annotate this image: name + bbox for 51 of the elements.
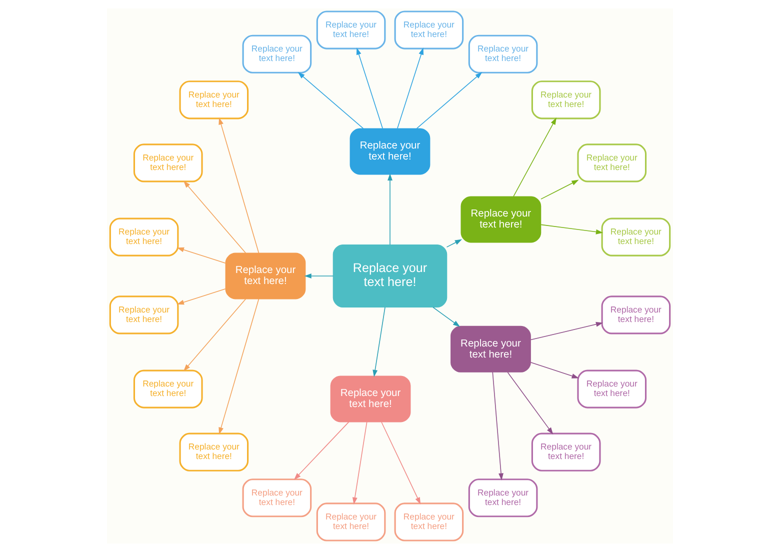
node-box: Replace your text here! (601, 218, 671, 256)
arrow (507, 372, 554, 434)
arrow (432, 306, 460, 327)
node-box: Replace your text here! (242, 34, 312, 74)
arrow (218, 298, 260, 434)
node-box: Replace your text here! (316, 10, 386, 50)
node-box: Replace your text here! (531, 80, 601, 120)
arrow (540, 224, 604, 234)
arrow (381, 422, 421, 504)
arrow (446, 239, 462, 248)
arrow (513, 118, 556, 197)
node-box: Replace your text here! (450, 326, 531, 372)
node-box: Replace your text here! (601, 296, 671, 334)
arrow (397, 48, 424, 129)
arrow (352, 422, 368, 505)
arrow (530, 362, 579, 378)
node-box: Replace your text here! (394, 10, 464, 50)
node-box: Replace your text here! (109, 218, 179, 256)
node-box: Replace your text here! (330, 376, 411, 422)
node-box: Replace your text here! (225, 252, 306, 300)
node-box: Replace your text here! (179, 80, 249, 120)
arrow (356, 48, 383, 129)
arrow (176, 288, 226, 305)
node-box: Replace your text here! (350, 128, 430, 175)
node-box: Replace your text here! (133, 144, 203, 182)
node-box: Replace your text here! (242, 478, 312, 518)
arrow (176, 247, 226, 264)
node-box: Replace your text here! (577, 144, 647, 182)
arrow (183, 298, 246, 372)
arrow (372, 306, 386, 378)
node-box: Replace your text here! (460, 196, 542, 243)
arrow (540, 180, 579, 200)
arrow (530, 322, 604, 340)
arrow (183, 180, 246, 254)
node-box: Replace your text here! (394, 502, 464, 542)
arrow (304, 274, 334, 278)
node-box: Replace your text here! (109, 296, 179, 334)
node-box: Replace your text here! (179, 432, 249, 472)
node-box: Replace your text here! (468, 478, 538, 518)
node-box: Replace your text here! (531, 432, 601, 472)
arrow (416, 72, 482, 129)
arrow (492, 372, 504, 480)
node-box: Replace your text here! (316, 502, 386, 542)
node-box: Replace your text here! (332, 244, 448, 308)
arrow (298, 72, 364, 129)
node-box: Replace your text here! (133, 370, 203, 408)
node-box: Replace your text here! (577, 370, 647, 408)
node-box: Replace your text here! (468, 34, 538, 74)
arrow (294, 422, 350, 480)
arrow (218, 118, 260, 254)
arrow (388, 173, 392, 245)
